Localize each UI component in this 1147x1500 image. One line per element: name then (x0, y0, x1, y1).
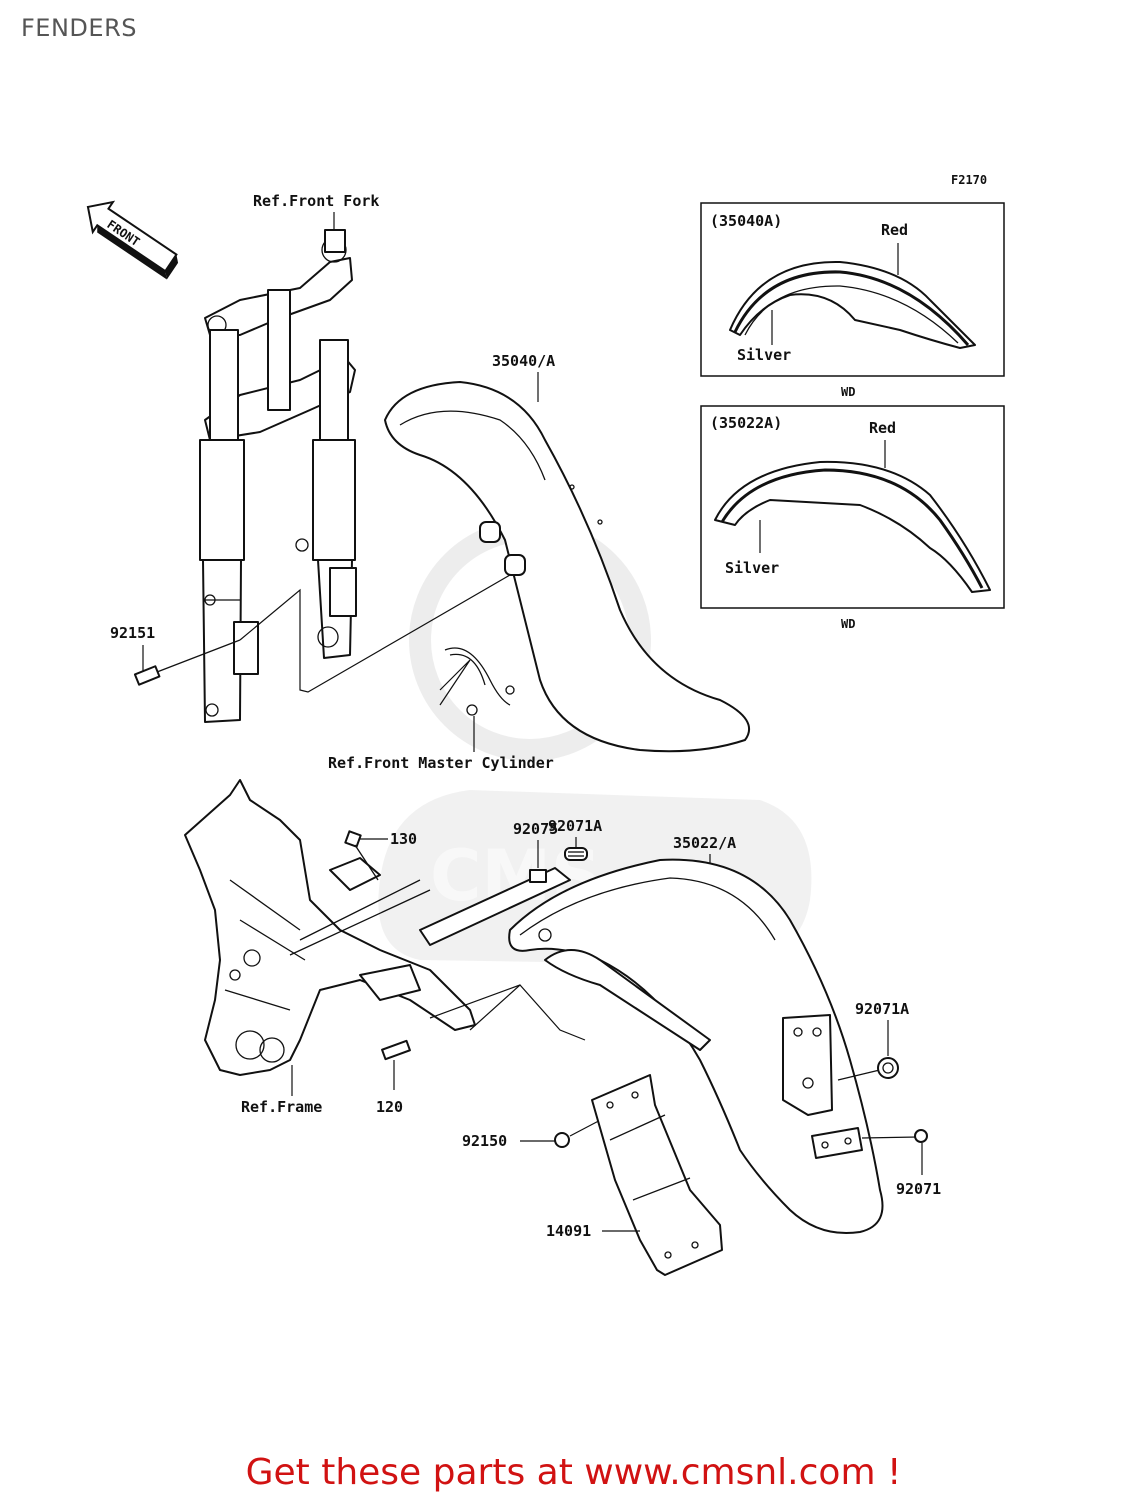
figure-code: F2170 (951, 173, 987, 187)
frame-drawing (184, 779, 586, 1076)
part-label-35022-a: 35022/A (673, 834, 736, 852)
part-label-92151: 92151 (110, 624, 155, 642)
part-label-120: 120 (376, 1098, 403, 1116)
bolt-92151-drawing (133, 639, 241, 686)
part-label-92150: 92150 (462, 1132, 507, 1150)
part-label-92071a-right: 92071A (855, 1000, 909, 1018)
inset-2-note: WD (841, 617, 855, 631)
inset-35022a: (35022A) Red Silver WD (700, 405, 1005, 631)
grommet-92071-drawing (914, 1129, 928, 1143)
clip-92075-drawing (529, 869, 547, 883)
page-title: FENDERS (21, 14, 137, 42)
rear-fender-35022-drawing (508, 858, 919, 1234)
part-label-35040-a: 35040/A (492, 352, 555, 370)
part-label-92075: 92075 (513, 820, 558, 838)
part-label-14091: 14091 (546, 1222, 591, 1240)
inset-1-code: (35040A) (710, 212, 782, 230)
inset-1-note: WD (841, 385, 855, 399)
ref-frame-label: Ref.Frame (241, 1098, 322, 1116)
footer-link[interactable]: Get these parts at www.cmsnl.com ! (245, 1452, 902, 1493)
grommet-92071a-top-drawing (564, 847, 588, 861)
grommet-92071a-right-drawing (877, 1057, 899, 1079)
front-arrow-icon: FRONT (86, 200, 179, 280)
inset-2-stripe-red: Red (869, 419, 896, 437)
brake-clip-drawing (439, 647, 515, 716)
part-label-92071a-top: 92071A (548, 817, 602, 835)
front-fender-35040-drawing (384, 381, 751, 753)
inset-1-stripe-red: Red (881, 221, 908, 239)
inset-2-stripe-silver: Silver (725, 559, 779, 577)
inset-1-stripe-silver: Silver (737, 346, 791, 364)
part-label-130: 130 (390, 830, 417, 848)
bracket-14091-drawing (591, 1074, 723, 1276)
inset-35040a: (35040A) Red Silver WD (700, 202, 1005, 399)
ref-front-fork-label: Ref.Front Fork (253, 192, 379, 210)
ref-front-master-cylinder-label: Ref.Front Master Cylinder (328, 754, 554, 772)
inset-2-code: (35022A) (710, 414, 782, 432)
front-fork-drawing (199, 229, 357, 723)
bolt-120-drawing (381, 1039, 411, 1061)
bolt-130-drawing (344, 830, 379, 881)
part-label-92071: 92071 (896, 1180, 941, 1198)
